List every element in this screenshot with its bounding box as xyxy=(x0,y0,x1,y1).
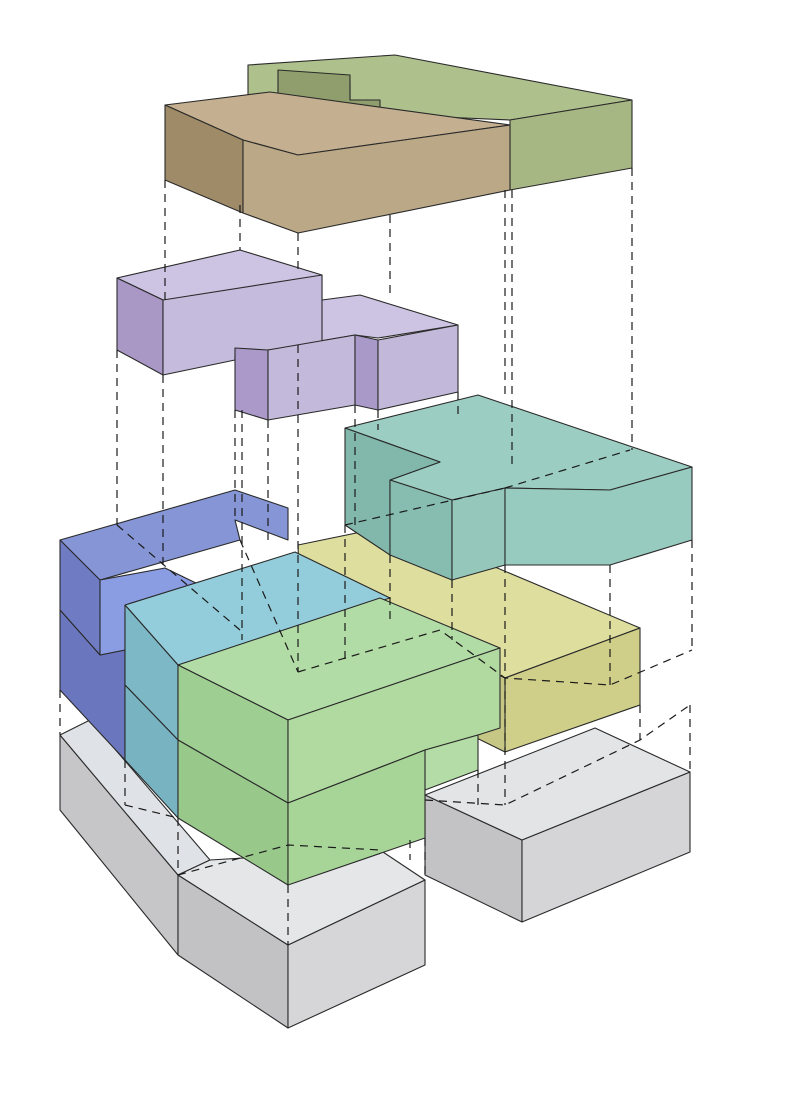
grey-mid-top-face xyxy=(177,849,426,946)
projection-lines xyxy=(59,168,693,945)
block-cyan xyxy=(124,551,391,819)
block-roof-olive xyxy=(247,54,633,191)
lavender-right-face xyxy=(377,324,459,411)
block-teal xyxy=(344,394,693,581)
tan-front-face xyxy=(242,124,511,234)
lavender-lower-left-face xyxy=(234,347,269,421)
lavender-lower-front-face xyxy=(267,334,356,421)
teal-front-mid-face xyxy=(451,487,506,581)
block-lavender xyxy=(116,249,459,421)
lavender-notch-face xyxy=(354,334,379,411)
block-grey-base xyxy=(59,719,691,1029)
blue-top-face xyxy=(59,489,289,581)
grey-right-top-face xyxy=(424,727,691,841)
block-green xyxy=(177,597,501,886)
block-roof-tan xyxy=(164,91,511,234)
